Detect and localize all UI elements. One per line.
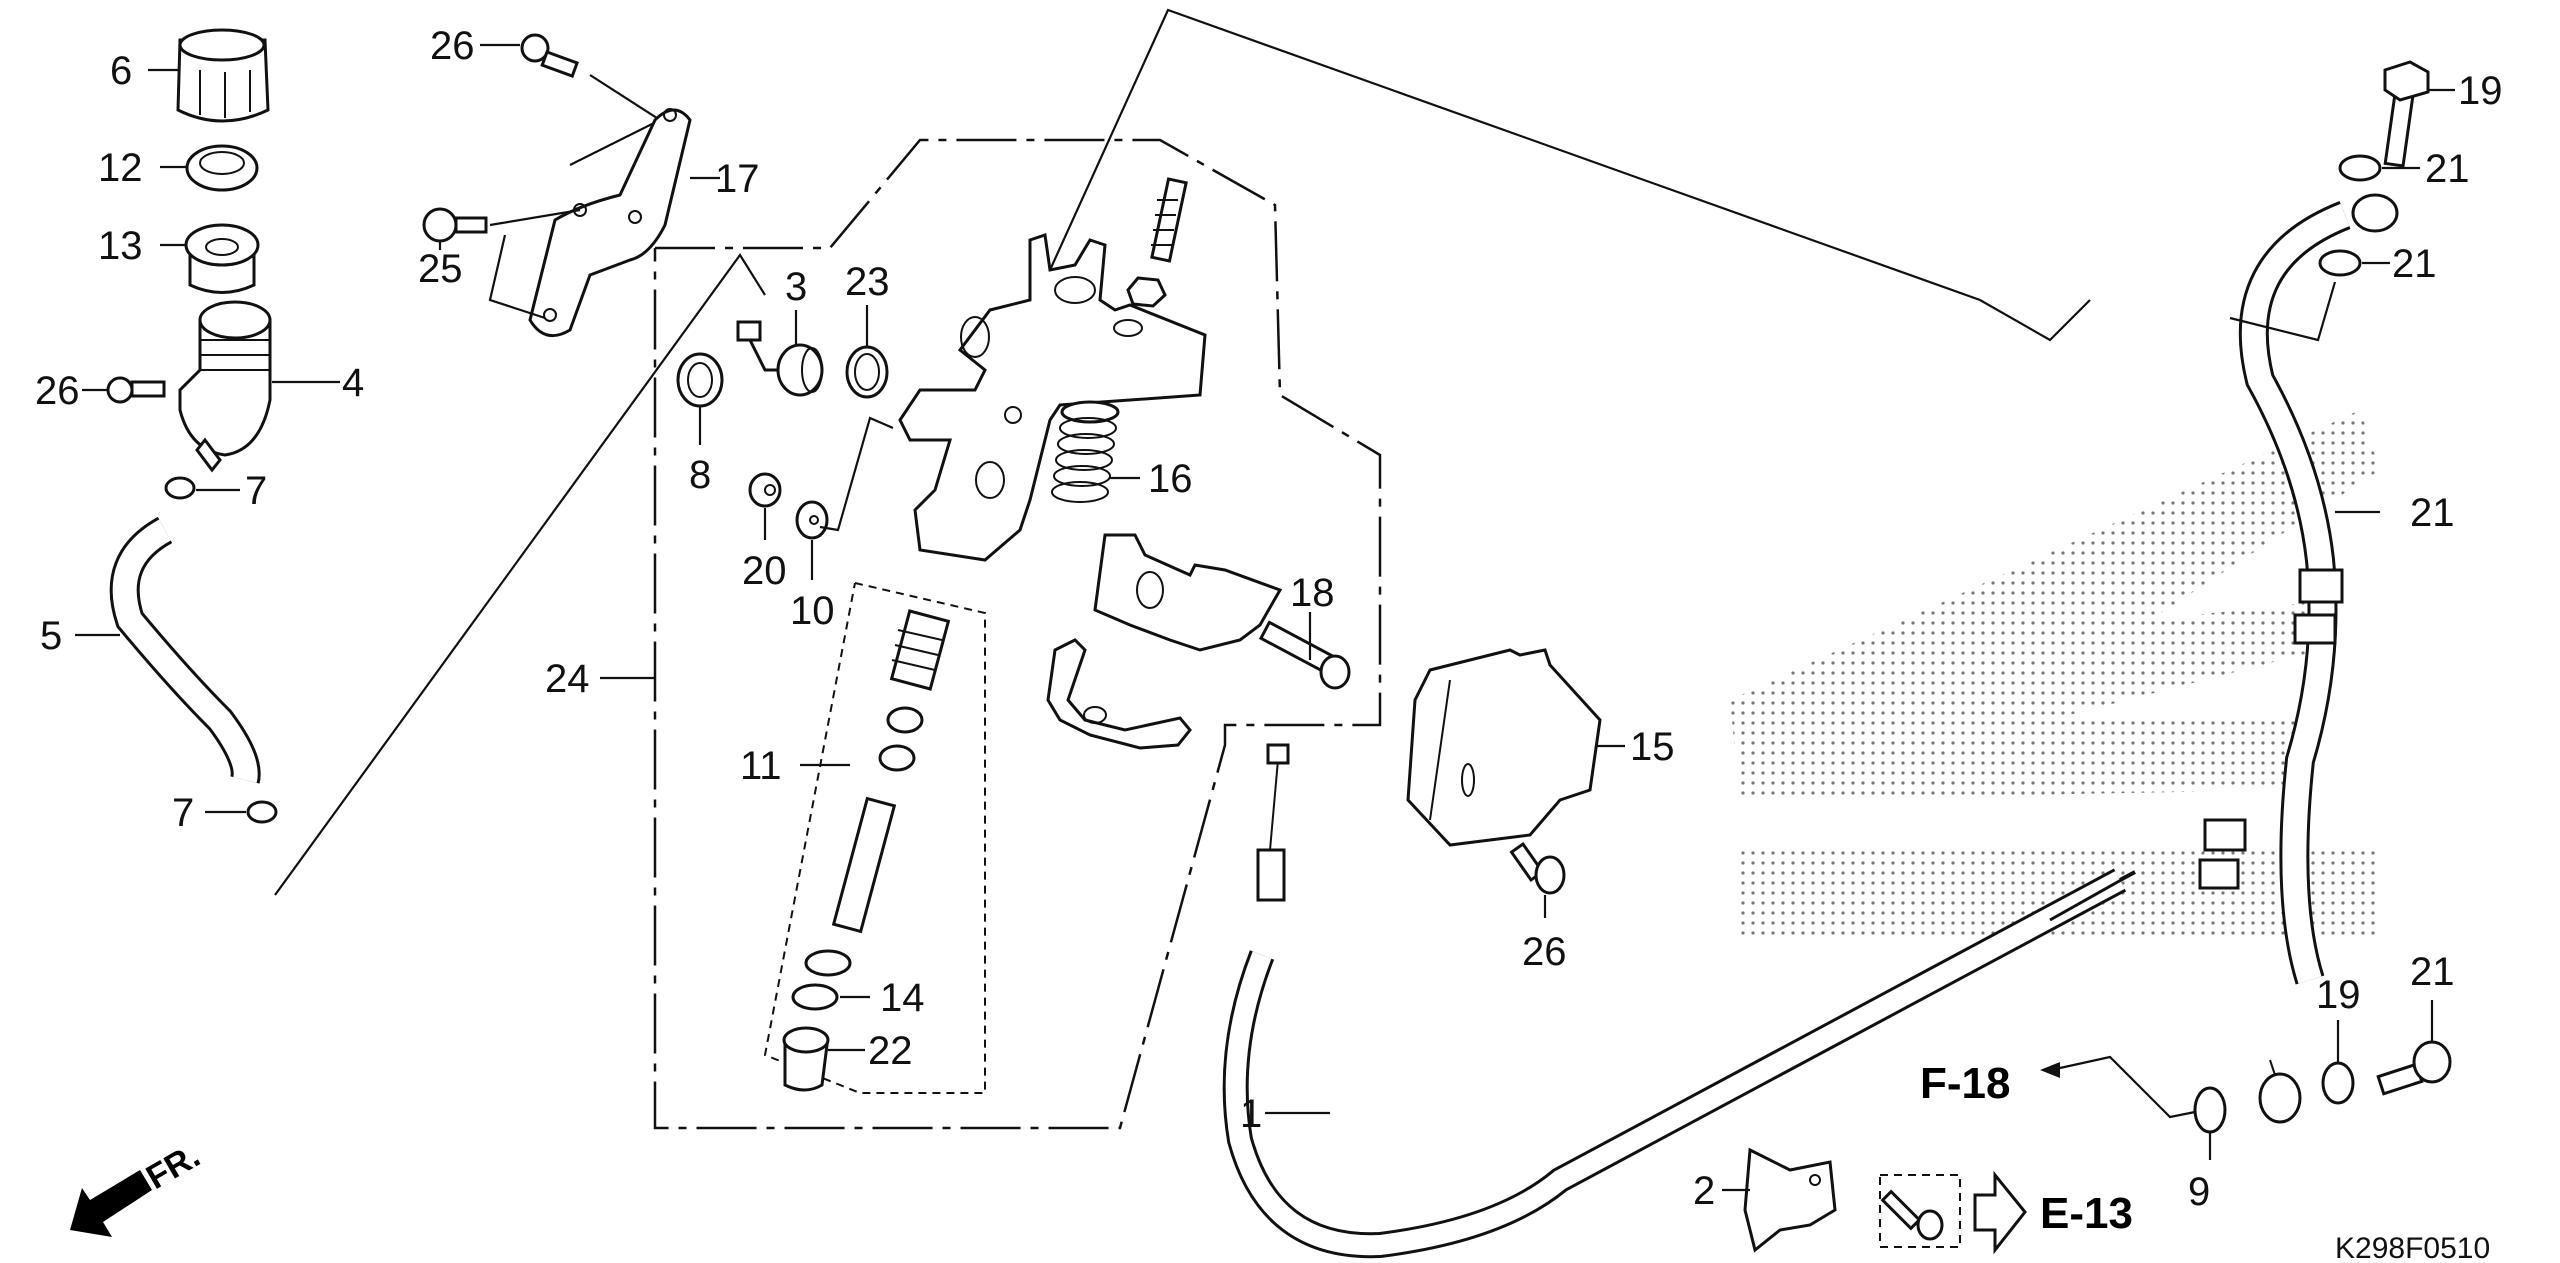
- e13-arrow-icon: [1973, 1170, 2027, 1255]
- f18-leader: [2059, 1055, 2196, 1119]
- reference-e13[interactable]: E-13: [2040, 1189, 2133, 1238]
- callout-2: 2: [1693, 1169, 1715, 1213]
- callout-4: 4: [342, 361, 364, 405]
- callout-15: 15: [1630, 725, 1675, 769]
- callout-25: 25: [418, 247, 463, 291]
- callout-21-second: 21: [2392, 242, 2437, 286]
- callout-5: 5: [40, 614, 62, 658]
- callout-24: 10: [790, 589, 835, 633]
- callout-12: 12: [98, 146, 143, 190]
- pivot-bolt-18[interactable]: [1258, 620, 1351, 690]
- spring-16[interactable]: [1051, 400, 1120, 503]
- callout-17: 17: [715, 157, 760, 201]
- hose-5[interactable]: [109, 516, 261, 784]
- banjo-bolt-19-top[interactable]: [2383, 60, 2430, 168]
- honda-watermark: [1730, 410, 2380, 940]
- push-rod-parts-14[interactable]: [804, 609, 951, 977]
- e13-bolt-box: [1879, 1174, 1961, 1248]
- clip-7-upper[interactable]: [164, 476, 196, 500]
- master-cylinder-body[interactable]: [898, 233, 1207, 562]
- bolt-25[interactable]: [422, 207, 488, 243]
- callout-10: 22: [868, 1029, 913, 1073]
- bracket-17[interactable]: [528, 108, 692, 338]
- callout-18: 18: [1290, 571, 1335, 615]
- cable-clamp-2[interactable]: [1743, 1147, 1837, 1253]
- callout-23: 23: [845, 260, 890, 304]
- bolt-26-bracket[interactable]: [520, 33, 579, 79]
- cover-15[interactable]: [1406, 648, 1602, 847]
- f18-arrow-icon: [2040, 1062, 2060, 1078]
- callout-11: 24: [545, 657, 590, 701]
- honda-wing-logo: [1730, 410, 2380, 800]
- washer-21-right[interactable]: [2321, 1061, 2355, 1105]
- nut-20[interactable]: [748, 472, 782, 508]
- callout-6: 6: [110, 49, 132, 93]
- reservoir-4[interactable]: [178, 300, 272, 473]
- seal-22[interactable]: [791, 983, 839, 1011]
- callout-21-right: 19: [2316, 973, 2361, 1017]
- callout-21-top: 21: [2425, 147, 2470, 191]
- brake-cable-1[interactable]: [1222, 743, 2136, 1259]
- reservoir-cap-6[interactable]: [176, 28, 270, 123]
- washer-24[interactable]: [795, 500, 829, 540]
- callout-8: 8: [689, 453, 711, 497]
- lever-plate[interactable]: [1046, 638, 1192, 750]
- assembly-14-outline: [763, 582, 986, 1094]
- diaphragm-13[interactable]: [184, 223, 260, 294]
- callout-9: 21: [2410, 491, 2455, 535]
- callout-19-top: 19: [2458, 69, 2503, 113]
- o-ring-23[interactable]: [845, 345, 889, 399]
- callout-7-lower: 7: [172, 791, 194, 835]
- brake-hose-9[interactable]: [2198, 193, 2399, 985]
- callout-26-cover: 26: [1522, 930, 1567, 974]
- lock-nut[interactable]: [1126, 276, 1167, 308]
- front-direction-indicator: FR.: [70, 1137, 206, 1237]
- callout-7-upper: 7: [245, 469, 267, 513]
- washer-21-bottom[interactable]: [2193, 1086, 2227, 1134]
- callout-14: 11: [740, 744, 782, 788]
- front-arrow-icon: [70, 1170, 152, 1237]
- callout-13: 13: [98, 224, 143, 268]
- callout-19-bottom: 21: [2410, 950, 2455, 994]
- washer-21-top[interactable]: [2338, 154, 2382, 182]
- banjo-fitting[interactable]: [2258, 1059, 2302, 1124]
- callout-16: 16: [1148, 457, 1193, 501]
- boot-10[interactable]: [782, 1026, 830, 1092]
- bolt-26-reservoir[interactable]: [106, 376, 166, 404]
- bolt-26-cover[interactable]: [1509, 841, 1566, 895]
- reference-f18[interactable]: F-18: [1920, 1059, 2010, 1108]
- banjo-bolt-19-bottom[interactable]: [2376, 1040, 2452, 1096]
- callout-3: 3: [785, 265, 807, 309]
- callout-22: 14: [880, 976, 925, 1020]
- callout-20: 20: [742, 549, 787, 593]
- drawing-code: K298F0510: [2335, 1232, 2490, 1263]
- diaphragm-plate-12[interactable]: [185, 144, 259, 192]
- callout-26-left: 26: [35, 369, 80, 413]
- assembly-11-outline: [653, 138, 1382, 1130]
- elbow-joint-3[interactable]: [736, 320, 824, 397]
- clip-7-lower[interactable]: [246, 800, 278, 824]
- callout-1: 1: [1240, 1092, 1262, 1136]
- adjuster-bolt[interactable]: [1150, 177, 1188, 263]
- callout-21-bottom: 9: [2188, 1170, 2210, 1214]
- washer-21-second[interactable]: [2318, 249, 2362, 277]
- callout-26-top: 26: [430, 24, 475, 68]
- switch-bracket[interactable]: [1093, 533, 1283, 652]
- circlip-8[interactable]: [676, 352, 724, 408]
